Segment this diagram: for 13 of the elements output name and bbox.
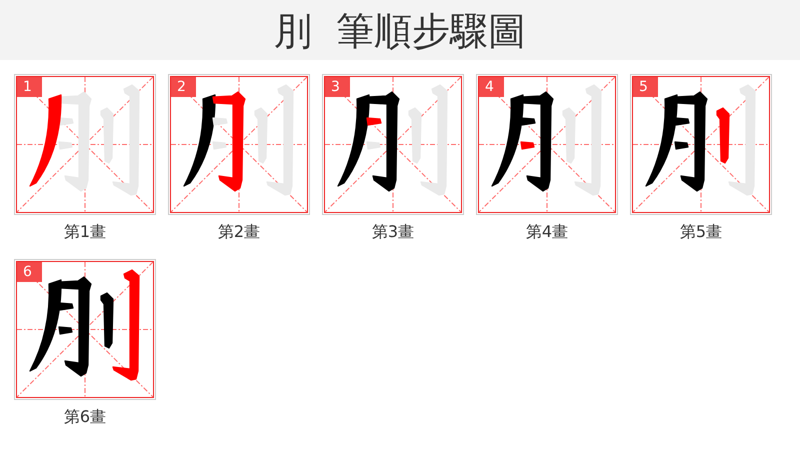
step-caption: 第5畫 bbox=[680, 222, 722, 242]
step-badge: 3 bbox=[325, 77, 350, 97]
step-caption: 第2畫 bbox=[218, 222, 260, 242]
step-badge: 6 bbox=[17, 262, 42, 282]
step-caption: 第4畫 bbox=[526, 222, 568, 242]
title: 刖 筆順步驟圖 bbox=[272, 8, 528, 54]
step-badge: 1 bbox=[17, 77, 42, 97]
step-caption: 第1畫 bbox=[64, 222, 106, 242]
step-caption: 第6畫 bbox=[64, 407, 106, 427]
step-badge: 2 bbox=[171, 77, 196, 97]
step-caption: 第3畫 bbox=[372, 222, 414, 242]
step-badge: 5 bbox=[633, 77, 658, 97]
step-badge: 4 bbox=[479, 77, 504, 97]
